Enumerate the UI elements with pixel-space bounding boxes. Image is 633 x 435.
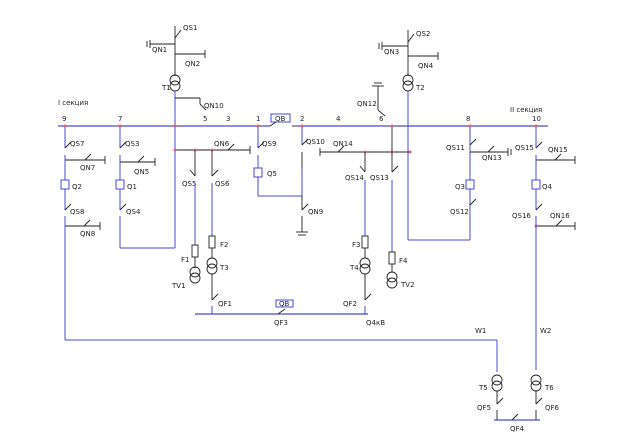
feeder-7-group: QS3 QN5 Q1 QS4 [115,126,176,249]
node-9: 9 [62,115,66,123]
label-qn12: QN12 [357,100,377,108]
label-qn7: QN7 [80,164,95,172]
breaker-q2[interactable] [60,179,70,190]
label-q5: Q5 [267,170,277,178]
label-qb-top: QB [275,115,286,123]
breaker-q1[interactable] [115,179,125,190]
label-qn8: QN8 [80,230,95,238]
incoming-t1-group: QS1 QN1 QN2 T1 QN10 [146,24,224,126]
label-qs15: QS15 [515,144,534,152]
bus-coupler-breaker-qb[interactable] [270,113,291,123]
label-q3: Q3 [455,183,465,191]
label-qs16: QS16 [512,212,531,220]
label-qs2: QS2 [416,30,430,38]
label-qs11: QS11 [446,144,465,152]
node-7: 7 [118,115,122,123]
label-qs10: QS10 [306,138,325,146]
label-f2: F2 [220,241,228,249]
label-qs3: QS3 [125,140,139,148]
label-qs14: QS14 [345,174,364,182]
bus-tie-center-group: QS9 Q5 QS10 QN9 [253,126,325,236]
label-qf5: QF5 [477,404,491,412]
label-qs1: QS1 [183,24,197,32]
label-qf1: QF1 [218,300,232,308]
label-q4: Q4 [542,183,553,191]
label-qf2: QF2 [343,300,357,308]
label-qn10: QN10 [204,102,224,110]
label-w2: W2 [540,327,551,335]
label-t3: T3 [219,264,229,272]
node-5: 5 [203,115,207,123]
label-qf3: QF3 [274,319,288,327]
label-t4: T4 [349,264,359,272]
label-qn9: QN9 [308,208,323,216]
label-q2: Q2 [72,183,82,191]
label-qs9: QS9 [262,140,276,148]
label-section-2: II секция [510,106,542,114]
label-t2: T2 [415,84,425,92]
label-w1: W1 [475,327,486,335]
label-qn15: QN15 [548,146,568,154]
label-qn5: QN5 [134,168,149,176]
feeder-8-group: QS11 QN13 Q3 QS12 [446,126,512,216]
label-section-1: I секция [58,99,88,107]
label-f1: F1 [181,256,189,264]
label-qs8: QS8 [70,208,84,216]
node-2: 2 [300,115,304,123]
label-qs12: QS12 [450,208,469,216]
label-qb-mid: QB [279,300,290,308]
node-1: 1 [256,115,260,123]
bus-coupler-breaker-qb-low[interactable] [275,299,294,308]
breaker-q5[interactable] [253,167,263,178]
node-3: 3 [226,115,230,123]
label-t5: T5 [478,384,488,392]
breaker-q3[interactable] [465,179,475,190]
feeder-w2-group: QS15 QN15 Q4 QS16 QN16 W2 [512,126,576,370]
label-q4kv: Q4кВ [366,319,385,327]
label-f3: F3 [352,241,360,249]
label-qn2: QN2 [185,60,200,68]
label-qs7: QS7 [70,140,84,148]
node-8: 8 [466,115,470,123]
measurement-left-group: QN6 QS5 QS6 F1 F2 TV1 T3 QF1 [171,140,251,314]
node-10: 10 [532,115,541,123]
label-t6: T6 [544,384,554,392]
label-qs6: QS6 [215,180,230,188]
label-qs4: QS4 [126,208,141,216]
label-t1: T1 [161,84,171,92]
label-qs13: QS13 [370,174,389,182]
label-qn1: QN1 [152,46,167,54]
node-4: 4 [336,115,341,123]
label-qn6: QN6 [214,140,230,148]
label-tv1: TV1 [171,282,186,290]
low-voltage-bus-group: QB QF3 Q4кВ [195,299,385,327]
label-f4: F4 [399,257,408,265]
label-qn14: QN14 [333,140,353,148]
label-qn4: QN4 [418,62,434,70]
label-qn16: QN16 [550,212,570,220]
label-qf6: QF6 [545,404,560,412]
label-qn3: QN3 [384,48,399,56]
label-qf4: QF4 [510,425,525,433]
label-qn13: QN13 [482,154,502,162]
label-q1: Q1 [127,183,137,191]
bottom-transformers-group: T5 QF5 T6 QF6 QF4 [477,340,560,433]
incoming-t2-group: QS2 QN3 QN4 T2 QN12 [357,30,471,241]
feeder-w1-group: QS7 QN7 Q2 QS8 QN8 W1 [60,126,497,341]
breaker-q4[interactable] [531,179,541,190]
measurement-right-group: QN14 QS14 QS13 F3 F4 T4 TV2 QF2 [319,126,415,314]
label-qs5: QS5 [182,180,196,188]
node-6: 6 [379,115,384,123]
label-tv2: TV2 [400,281,415,289]
